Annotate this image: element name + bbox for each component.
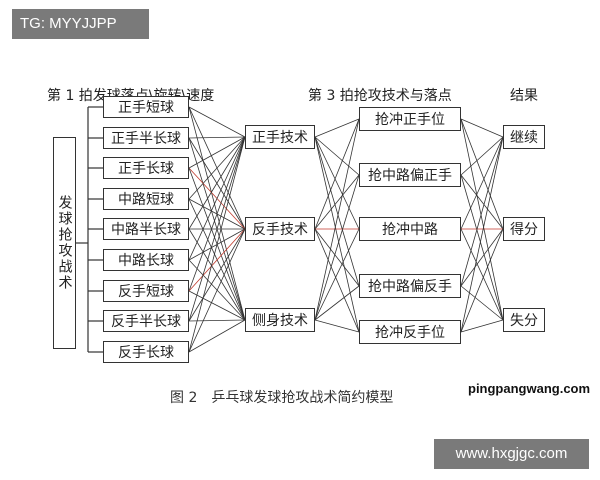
root-box: 发球抢攻战术 [53,137,76,349]
technique-attack-line [314,136,360,230]
attack-result-line [460,136,504,230]
technique-label: 侧身技术 [252,313,308,329]
attack-result-line [460,136,504,333]
serve-point-box: 中路半长球 [103,218,189,240]
serve-technique-line [188,136,246,322]
attack-placement-label: 抢中路偏正手 [368,168,452,184]
attack-placement-label: 抢冲反手位 [375,325,445,341]
serve-technique-line [188,106,246,138]
attack-placement-box: 抢冲正手位 [359,107,461,131]
technique-attack-line [314,174,360,321]
attack-result-line [460,118,504,321]
attack-placement-label: 抢冲正手位 [375,112,445,128]
serve-point-box: 反手短球 [103,280,189,302]
attack-result-line [460,285,504,321]
serve-technique-line [188,228,246,322]
result-box: 失分 [503,308,545,332]
attack-result-line [460,136,504,176]
attack-result-line [460,136,504,287]
serve-technique-line [188,136,246,353]
serve-technique-line [188,136,246,230]
attack-result-line [460,228,504,333]
serve-point-box: 正手半长球 [103,127,189,149]
technique-attack-line [314,136,360,287]
serve-technique-line [188,136,246,169]
technique-attack-line [314,118,360,138]
serve-technique-line [188,136,246,292]
serve-point-box: 正手长球 [103,157,189,179]
watermark-bottom: www.hxgjgc.com [434,439,589,469]
serve-point-box: 反手长球 [103,341,189,363]
serve-technique-line [188,136,246,139]
technique-attack-line [314,136,360,333]
attack-result-line [460,319,504,333]
root-label: 发球抢攻战术 [56,195,73,291]
serve-technique-line [188,290,246,321]
serve-point-label: 中路短球 [118,192,174,208]
serve-technique-line [188,228,246,292]
site-label: pingpangwang.com [468,381,591,396]
technique-attack-line [314,319,360,333]
serve-technique-line [188,319,246,322]
attack-result-line [460,118,504,138]
technique-box: 正手技术 [245,125,315,149]
figure-caption: 图 2 乒乓球发球抢攻战术简约模型 [170,390,394,406]
attack-placement-box: 抢中路偏正手 [359,163,461,187]
result-label: 继续 [510,130,538,146]
technique-label: 反手技术 [252,222,308,238]
header-attack: 第 3 拍抢攻技术与落点 [308,88,452,104]
technique-attack-line [314,285,360,321]
technique-attack-line [314,136,360,176]
attack-placement-box: 抢中路偏反手 [359,274,461,298]
serve-point-box: 中路短球 [103,188,189,210]
serve-technique-line [188,136,246,261]
serve-technique-line [188,228,246,353]
technique-attack-line [314,228,360,321]
attack-placement-label: 抢冲中路 [382,222,438,238]
serve-point-label: 反手半长球 [111,314,181,330]
technique-attack-line [314,174,360,230]
technique-attack-line [314,118,360,321]
serve-point-label: 中路长球 [118,253,174,269]
technique-attack-line [314,228,360,287]
attack-result-line [460,118,504,230]
attack-placement-box: 抢冲中路 [359,217,461,241]
serve-point-box: 正手短球 [103,96,189,118]
attack-result-line [460,174,504,230]
attack-result-line [460,228,504,287]
serve-point-label: 反手长球 [118,345,174,361]
serve-point-label: 正手短球 [118,100,174,116]
result-box: 继续 [503,125,545,149]
serve-technique-line [188,319,246,353]
serve-point-label: 中路半长球 [111,222,181,238]
serve-point-box: 反手半长球 [103,310,189,332]
technique-attack-line [314,228,360,333]
serve-technique-line [188,136,246,200]
technique-label: 正手技术 [252,130,308,146]
attack-placement-label: 抢中路偏反手 [368,279,452,295]
serve-point-box: 中路长球 [103,249,189,271]
header-result: 结果 [510,88,538,104]
result-label: 失分 [510,313,538,329]
serve-point-label: 反手短球 [118,284,174,300]
technique-box: 反手技术 [245,217,315,241]
serve-point-label: 正手半长球 [111,131,181,147]
result-box: 得分 [503,217,545,241]
attack-result-line [460,228,504,321]
watermark-top: TG: MYYJJPP [12,9,149,39]
technique-box: 侧身技术 [245,308,315,332]
technique-attack-line [314,118,360,230]
result-label: 得分 [510,222,538,238]
serve-point-label: 正手长球 [118,161,174,177]
attack-result-line [460,174,504,321]
attack-placement-box: 抢冲反手位 [359,320,461,344]
